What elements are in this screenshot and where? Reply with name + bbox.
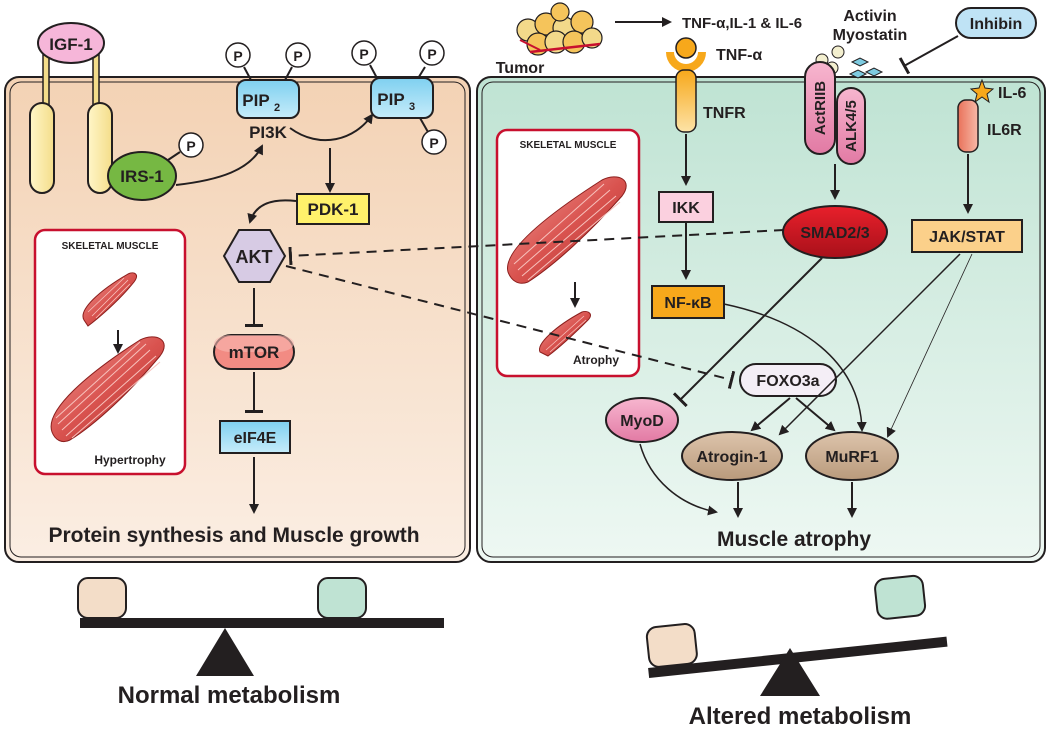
pip3-node: P P P PIP 3 xyxy=(351,40,447,155)
mtor-node: mTOR xyxy=(213,334,295,370)
foxo3a-node: FOXO3a xyxy=(739,363,837,397)
pdk1-to-akt-arrow xyxy=(247,199,297,224)
smad-inhibits-akt xyxy=(288,229,785,266)
irs1-phospho: P xyxy=(186,138,195,154)
foxo3a-to-atrogin1-arrow xyxy=(750,397,791,432)
small-muscle-icon xyxy=(82,272,137,327)
inhibin-label: Inhibin xyxy=(970,16,1022,33)
pip3-phospho-1: P xyxy=(359,46,368,62)
activin-label: Activin xyxy=(843,8,896,25)
foxo3a-label: FOXO3a xyxy=(756,373,819,390)
smad-node: SMAD2/3 xyxy=(782,205,888,259)
pi3k-label: PI3K xyxy=(249,123,288,142)
atrophy-caption: Atrophy xyxy=(573,353,619,367)
irs1-label: IRS-1 xyxy=(120,167,163,186)
hypertrophy-box: SKELETAL MUSCLE Hypertrophy xyxy=(33,228,187,476)
pdk1-label: PDK-1 xyxy=(307,200,358,219)
pip2-node: P P PIP 2 PI3K xyxy=(225,42,311,142)
jakstat-to-atrogin1-arrow xyxy=(778,253,961,436)
ikk-node: IKK xyxy=(658,191,714,223)
atrophy-box-title: SKELETAL MUSCLE xyxy=(520,140,617,151)
tnfr-receptor xyxy=(666,37,706,133)
foxo3a-to-murf1-arrow xyxy=(795,397,836,432)
alk45-receptor: ALK4/5 xyxy=(836,87,866,165)
pip3-phospho-2: P xyxy=(427,46,436,62)
pip3-phospho-3: P xyxy=(429,135,438,151)
inhibin-node: Inhibin xyxy=(955,7,1037,39)
igf1-ligand: IGF-1 xyxy=(37,22,105,64)
left-outcome: Protein synthesis and Muscle growth xyxy=(48,524,419,547)
normal-seesaw xyxy=(77,577,444,676)
pip2-subscript: 2 xyxy=(274,102,280,114)
atrogin1-label: Atrogin-1 xyxy=(696,449,767,466)
hypertrophy-caption: Hypertrophy xyxy=(94,453,166,467)
pip3-label: PIP xyxy=(377,90,404,109)
pip2-label: PIP xyxy=(242,91,269,110)
myod-label: MyoD xyxy=(620,413,664,430)
tnfr-label: TNFR xyxy=(703,105,746,122)
large-muscle-icon xyxy=(50,336,165,443)
murf1-node: MuRF1 xyxy=(805,431,899,481)
nfkb-to-murf1-arrow xyxy=(723,303,867,432)
igf1-receptor xyxy=(29,54,113,194)
akt-node: AKT xyxy=(222,229,287,283)
myostatin-label: Myostatin xyxy=(833,27,908,44)
tnfa-label: TNF-α xyxy=(716,47,762,64)
actriib-label: ActRIIB xyxy=(812,81,829,135)
igf1-label: IGF-1 xyxy=(49,35,92,54)
jakstat-label: JAK/STAT xyxy=(929,229,1005,246)
akt-inhibits-foxo3a xyxy=(285,265,736,389)
inhibin-inhibits-activin xyxy=(898,35,959,75)
nfkb-label: NF-κB xyxy=(664,295,711,312)
jakstat-to-murf1-arrow xyxy=(886,253,973,438)
eif4e-node: eIF4E xyxy=(219,420,291,454)
hypertrophy-box-title: SKELETAL MUSCLE xyxy=(62,241,159,252)
myod-to-atrophy-arrow xyxy=(639,443,718,516)
tumor-label: Tumor xyxy=(496,60,545,77)
myod-node: MyoD xyxy=(605,397,679,443)
large-muscle-icon-atrophy xyxy=(507,176,627,284)
il6r-label: IL6R xyxy=(987,122,1022,139)
altered-seesaw xyxy=(645,574,948,696)
atrophy-box: SKELETAL MUSCLE Atrophy xyxy=(495,128,641,378)
ikk-label: IKK xyxy=(672,200,700,217)
normal-metabolism-caption: Normal metabolism xyxy=(118,682,341,709)
small-muscle-icon-atrophy xyxy=(539,311,591,357)
mtor-label: mTOR xyxy=(229,343,280,362)
irs1-node: IRS-1 P xyxy=(107,132,204,201)
pdk1-node: PDK-1 xyxy=(296,193,370,225)
alk45-label: ALK4/5 xyxy=(843,100,860,152)
pip2-phospho-1: P xyxy=(233,48,242,64)
nfkb-node: NF-κB xyxy=(651,285,725,319)
jakstat-node: JAK/STAT xyxy=(911,219,1023,253)
murf1-label: MuRF1 xyxy=(825,449,878,466)
tumor-secretion-label: TNF-α,IL-1 & IL-6 xyxy=(682,15,802,32)
altered-metabolism-caption: Altered metabolism xyxy=(689,703,912,730)
smad-inhibits-myod xyxy=(672,257,823,408)
il6r-receptor xyxy=(957,99,979,153)
akt-label: AKT xyxy=(236,247,273,267)
il6-ligand xyxy=(969,78,995,104)
tumor-cells xyxy=(516,2,603,56)
eif4e-label: eIF4E xyxy=(234,430,277,447)
irs1-to-pi3k-arrow xyxy=(175,144,263,186)
smad-label: SMAD2/3 xyxy=(800,225,869,242)
pip2-to-pip3-arrow xyxy=(289,113,374,142)
il6-label: IL-6 xyxy=(998,85,1027,102)
pip2-phospho-2: P xyxy=(293,48,302,64)
pip3-subscript: 3 xyxy=(409,101,415,113)
atrogin1-node: Atrogin-1 xyxy=(681,431,783,481)
right-outcome: Muscle atrophy xyxy=(717,528,871,551)
actriib-receptor: ActRIIB xyxy=(804,61,836,155)
